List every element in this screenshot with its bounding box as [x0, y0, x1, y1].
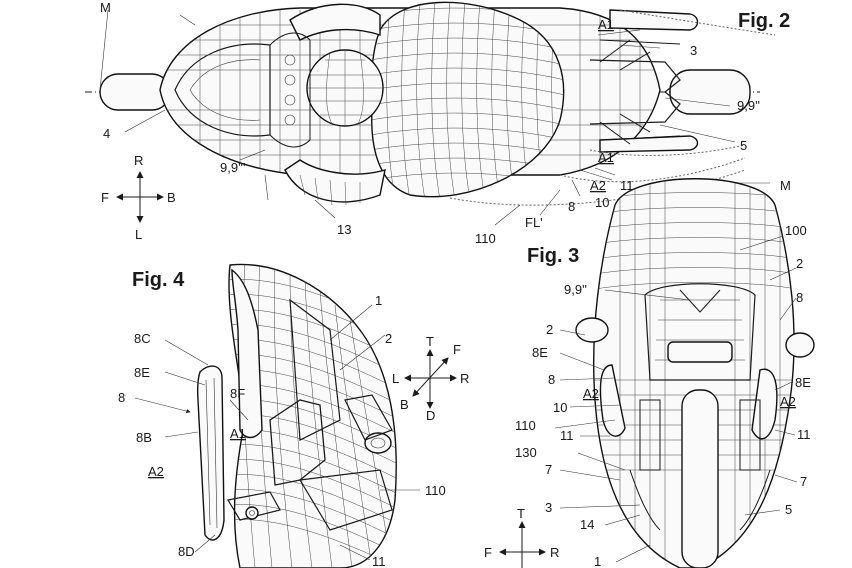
fig4-label-11: 11	[372, 554, 386, 568]
fig2-label-8: 8	[568, 199, 575, 214]
front-wheel	[99, 73, 171, 111]
fig3-label-m: M	[780, 178, 791, 193]
fig3-label-100: 100	[785, 223, 807, 238]
airflow-line-1	[589, 144, 746, 156]
fig3-label-a2-right: A2	[780, 394, 796, 409]
rear-wheel	[669, 69, 751, 115]
fig4-side-panel	[289, 298, 341, 441]
fig3-compass-t: T	[517, 506, 525, 521]
figure-4-perspective-view: Fig. 4 1 2 8C 8E 8 8F 8B A1 A2 110 8D 11…	[118, 263, 469, 568]
fig4-title: Fig. 4	[132, 269, 185, 291]
fig3-label-8a: 8	[796, 290, 803, 305]
fig3-label-14: 14	[580, 517, 594, 532]
fig3-label-7-left: 7	[545, 462, 552, 477]
fig3-headlight	[667, 341, 733, 363]
fig3-label-7-right: 7	[800, 474, 807, 489]
fig3-left-mirror	[575, 317, 609, 343]
fig4-label-a1: A1	[230, 426, 246, 441]
fig3-label-2b: 2	[546, 322, 553, 337]
fig3-label-3: 3	[545, 500, 552, 515]
fig4-label-110: 110	[425, 483, 446, 498]
fig3-compass-f: F	[484, 545, 492, 560]
fig2-label-a2: A2	[590, 178, 606, 193]
fig4-strut	[227, 491, 281, 521]
tail-section	[589, 59, 681, 125]
fig3-direction-compass: T F R	[484, 506, 559, 568]
fig2-compass-r: R	[134, 153, 143, 168]
fig3-label-130: 130	[515, 445, 537, 460]
fig4-label-1: 1	[375, 293, 382, 308]
fig4-label-8: 8	[118, 390, 125, 405]
fig3-label-11-left: 11	[560, 428, 574, 443]
fig3-label-8e-right: 8E	[795, 375, 811, 390]
fig2-compass-l: L	[135, 227, 142, 242]
fig4-label-8c: 8C	[134, 331, 151, 346]
fig2-label-99: 9,9''	[737, 98, 760, 113]
fig2-label-110: 110	[475, 231, 496, 246]
fig2-direction-compass: R F B L	[101, 153, 176, 242]
fig3-front-wheel	[681, 389, 719, 568]
fig2-label-m: M	[100, 0, 111, 15]
fig2-compass-b: B	[167, 190, 176, 205]
airflow-line-3	[449, 169, 746, 206]
fig4-compass-l: L	[392, 371, 399, 386]
fig4-fairing-edge	[231, 268, 263, 439]
fig4-lower-component	[299, 469, 393, 531]
fig2-label-5: 5	[740, 138, 747, 153]
fig2-label-13: 13	[337, 222, 351, 237]
fig2-label-4: 4	[103, 126, 110, 141]
fig2-label-a1: A1	[598, 17, 614, 32]
fig4-compass-d: D	[426, 408, 435, 423]
fig2-label-3: 3	[690, 43, 697, 58]
fig4-compass-t: T	[426, 334, 434, 349]
airflow-line-top	[619, 9, 776, 36]
fig3-front-fairing	[644, 283, 756, 381]
fig4-compass-r: R	[460, 371, 469, 386]
fig3-label-2a: 2	[796, 256, 803, 271]
fig4-compass-f: F	[453, 342, 461, 357]
fig3-right-wing-8e	[751, 368, 778, 440]
fig3-compass-r: R	[550, 545, 559, 560]
fig3-right-mirror	[785, 332, 815, 358]
fig4-mount-bracket	[269, 399, 326, 486]
rider-mesh	[371, 2, 564, 197]
fig4-label-8b: 8B	[136, 430, 152, 445]
fig3-label-99: 9,9''	[564, 282, 587, 297]
fig4-compass-b: B	[400, 397, 409, 412]
fig3-label-5: 5	[785, 502, 792, 517]
fig2-label-999: 9,9'''	[220, 160, 246, 175]
fig4-label-8d: 8D	[178, 544, 195, 559]
fig4-label-8e: 8E	[134, 365, 150, 380]
fig2-compass-f: F	[101, 190, 109, 205]
fig3-label-a2-left: A2	[583, 386, 599, 401]
fig3-label-8b: 8	[548, 372, 555, 387]
fig3-label-8e-left: 8E	[532, 345, 548, 360]
fig2-label-fl: FL'	[525, 215, 543, 230]
fig3-label-1: 1	[594, 554, 601, 568]
fig4-label-a2: A2	[148, 464, 164, 479]
fig4-brand-emblem	[364, 432, 392, 454]
fig4-label-2: 2	[385, 331, 392, 346]
figure-2-top-view: Fig. 2 M A1 3 9,9'' 5 4 9,9''' A1 11 A2 …	[85, 0, 790, 246]
upper-exhaust	[609, 9, 699, 31]
figure-3-front-view: Fig. 3 M 100 2 8 9,9'' 2 8E 8 A2 10 110 …	[484, 178, 815, 568]
fig4-label-8f: 8F	[230, 386, 245, 401]
fig4-direction-compass: T F L R B D	[392, 334, 469, 423]
fig3-label-11-right: 11	[797, 427, 811, 442]
fig2-label-10: 10	[595, 195, 609, 210]
rider-arm-top	[289, 3, 381, 41]
fig2-label-11: 11	[620, 178, 634, 193]
fig3-label-110: 110	[515, 418, 536, 433]
fig3-label-10: 10	[553, 400, 567, 415]
fig2-label-a1b: A1	[598, 150, 614, 165]
fig2-title: Fig. 2	[738, 10, 790, 32]
fig4-leader-lines	[134, 304, 420, 561]
fig2-leader-lines	[99, 9, 736, 226]
fig4-winglet-8	[196, 365, 225, 541]
frame-section	[269, 32, 311, 148]
fig3-title: Fig. 3	[527, 245, 579, 267]
fig3-leader-lines	[554, 235, 798, 563]
fig3-left-wing-8e	[599, 364, 626, 437]
